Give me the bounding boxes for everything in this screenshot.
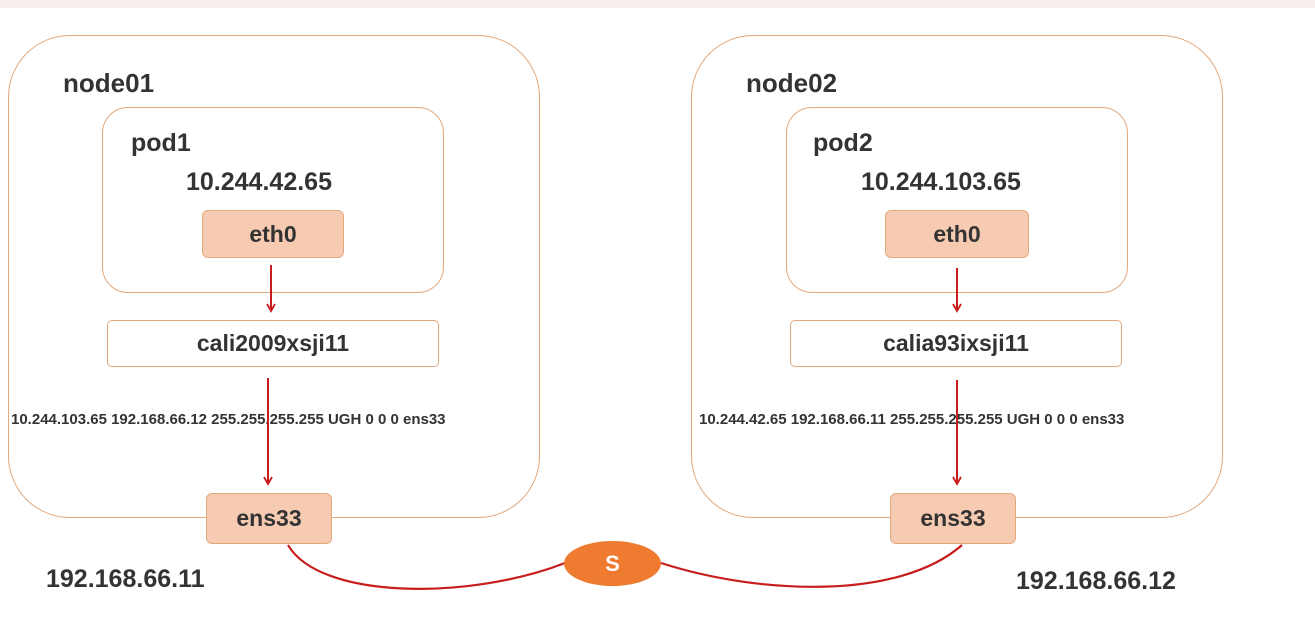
node-02-label: node02 [746,68,838,98]
pod-1-eth0: eth0 [202,210,344,258]
node-02-host-ip: 192.168.66.12 [1016,567,1176,595]
switch-node: S [564,541,661,586]
pod-2-label: pod2 [813,129,873,157]
node-02-veth: calia93ixsji11 [790,320,1122,367]
link-node01-to-switch [287,544,566,590]
node-02-route: 10.244.42.65 192.168.66.11 255.255.255.2… [699,411,1125,428]
node-01-ens33: ens33 [206,493,332,544]
node-02-ens33: ens33 [890,493,1016,544]
pod-1-ip: 10.244.42.65 [186,168,332,196]
pod-1-label: pod1 [131,129,191,157]
node-01-label: node01 [63,68,155,98]
top-band [0,0,1315,8]
pod-2-ip: 10.244.103.65 [861,168,1021,196]
node-01-route: 10.244.103.65 192.168.66.12 255.255.255.… [11,411,446,428]
pod-2-box [786,107,1128,293]
node-01-host-ip: 192.168.66.11 [46,565,205,593]
node-01-veth: cali2009xsji11 [107,320,439,367]
pod-2-eth0: eth0 [885,210,1029,258]
link-switch-to-node02 [660,544,963,588]
pod-1-box [102,107,444,293]
